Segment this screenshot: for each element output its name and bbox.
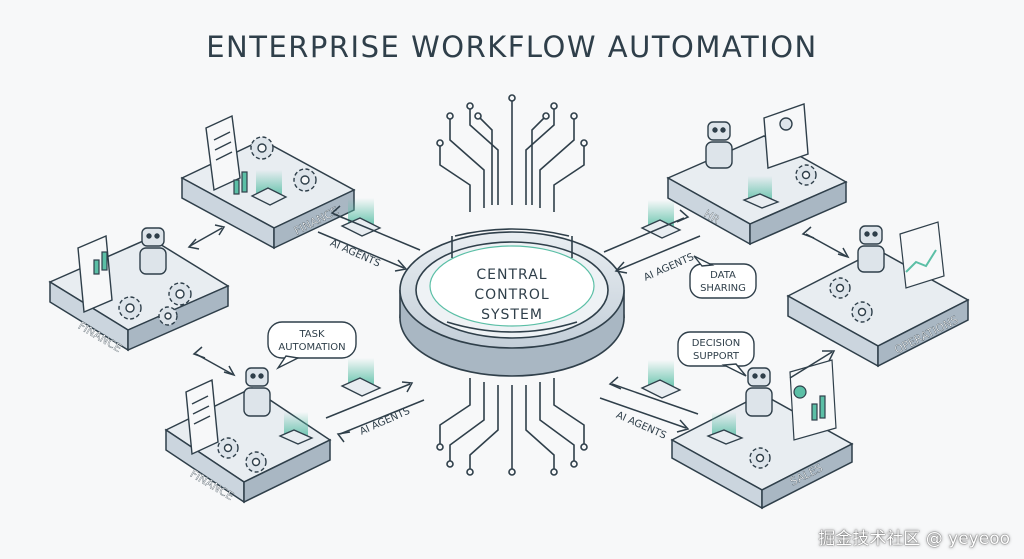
- central-control-system: [399, 228, 625, 377]
- bubble-task-line-2: AUTOMATION: [278, 342, 345, 353]
- bubble-decision-line-1: DECISION: [692, 338, 741, 349]
- bubble-decision-line-2: SUPPORT: [693, 351, 740, 362]
- circuit-traces: [436, 94, 588, 476]
- gear-icon: [118, 136, 873, 473]
- speech-bubble-task: [267, 321, 357, 370]
- connector-label-bottom-left: AI AGENTS: [358, 406, 411, 438]
- ai-chip-icon: [250, 170, 780, 445]
- page-title: ENTERPRISE WORKFLOW AUTOMATION: [206, 30, 818, 64]
- center-label-line-3: SYSTEM: [481, 307, 543, 323]
- watermark: 掘金技术社区 @ yeyeoo: [818, 529, 1010, 549]
- connector-arrows: [187, 205, 850, 443]
- connector-label-top-left: AI AGENTS: [328, 238, 381, 270]
- bar-chart-icon: [93, 171, 945, 441]
- center-label-line-1: CENTRAL: [476, 267, 547, 283]
- speech-bubble-data: [689, 255, 757, 299]
- platform-operations: [786, 249, 970, 368]
- speech-bubble-decision: [677, 331, 755, 377]
- center-label-line-2: CONTROL: [474, 287, 549, 303]
- robot-icon: [139, 121, 885, 417]
- bubble-data-line-1: DATA: [710, 270, 736, 281]
- bubble-data-line-2: SHARING: [700, 283, 746, 294]
- platform-finance-mid: [48, 237, 230, 352]
- connector-label-bottom-right: AI AGENTS: [614, 410, 667, 442]
- bubble-task-line-1: TASK: [298, 329, 325, 340]
